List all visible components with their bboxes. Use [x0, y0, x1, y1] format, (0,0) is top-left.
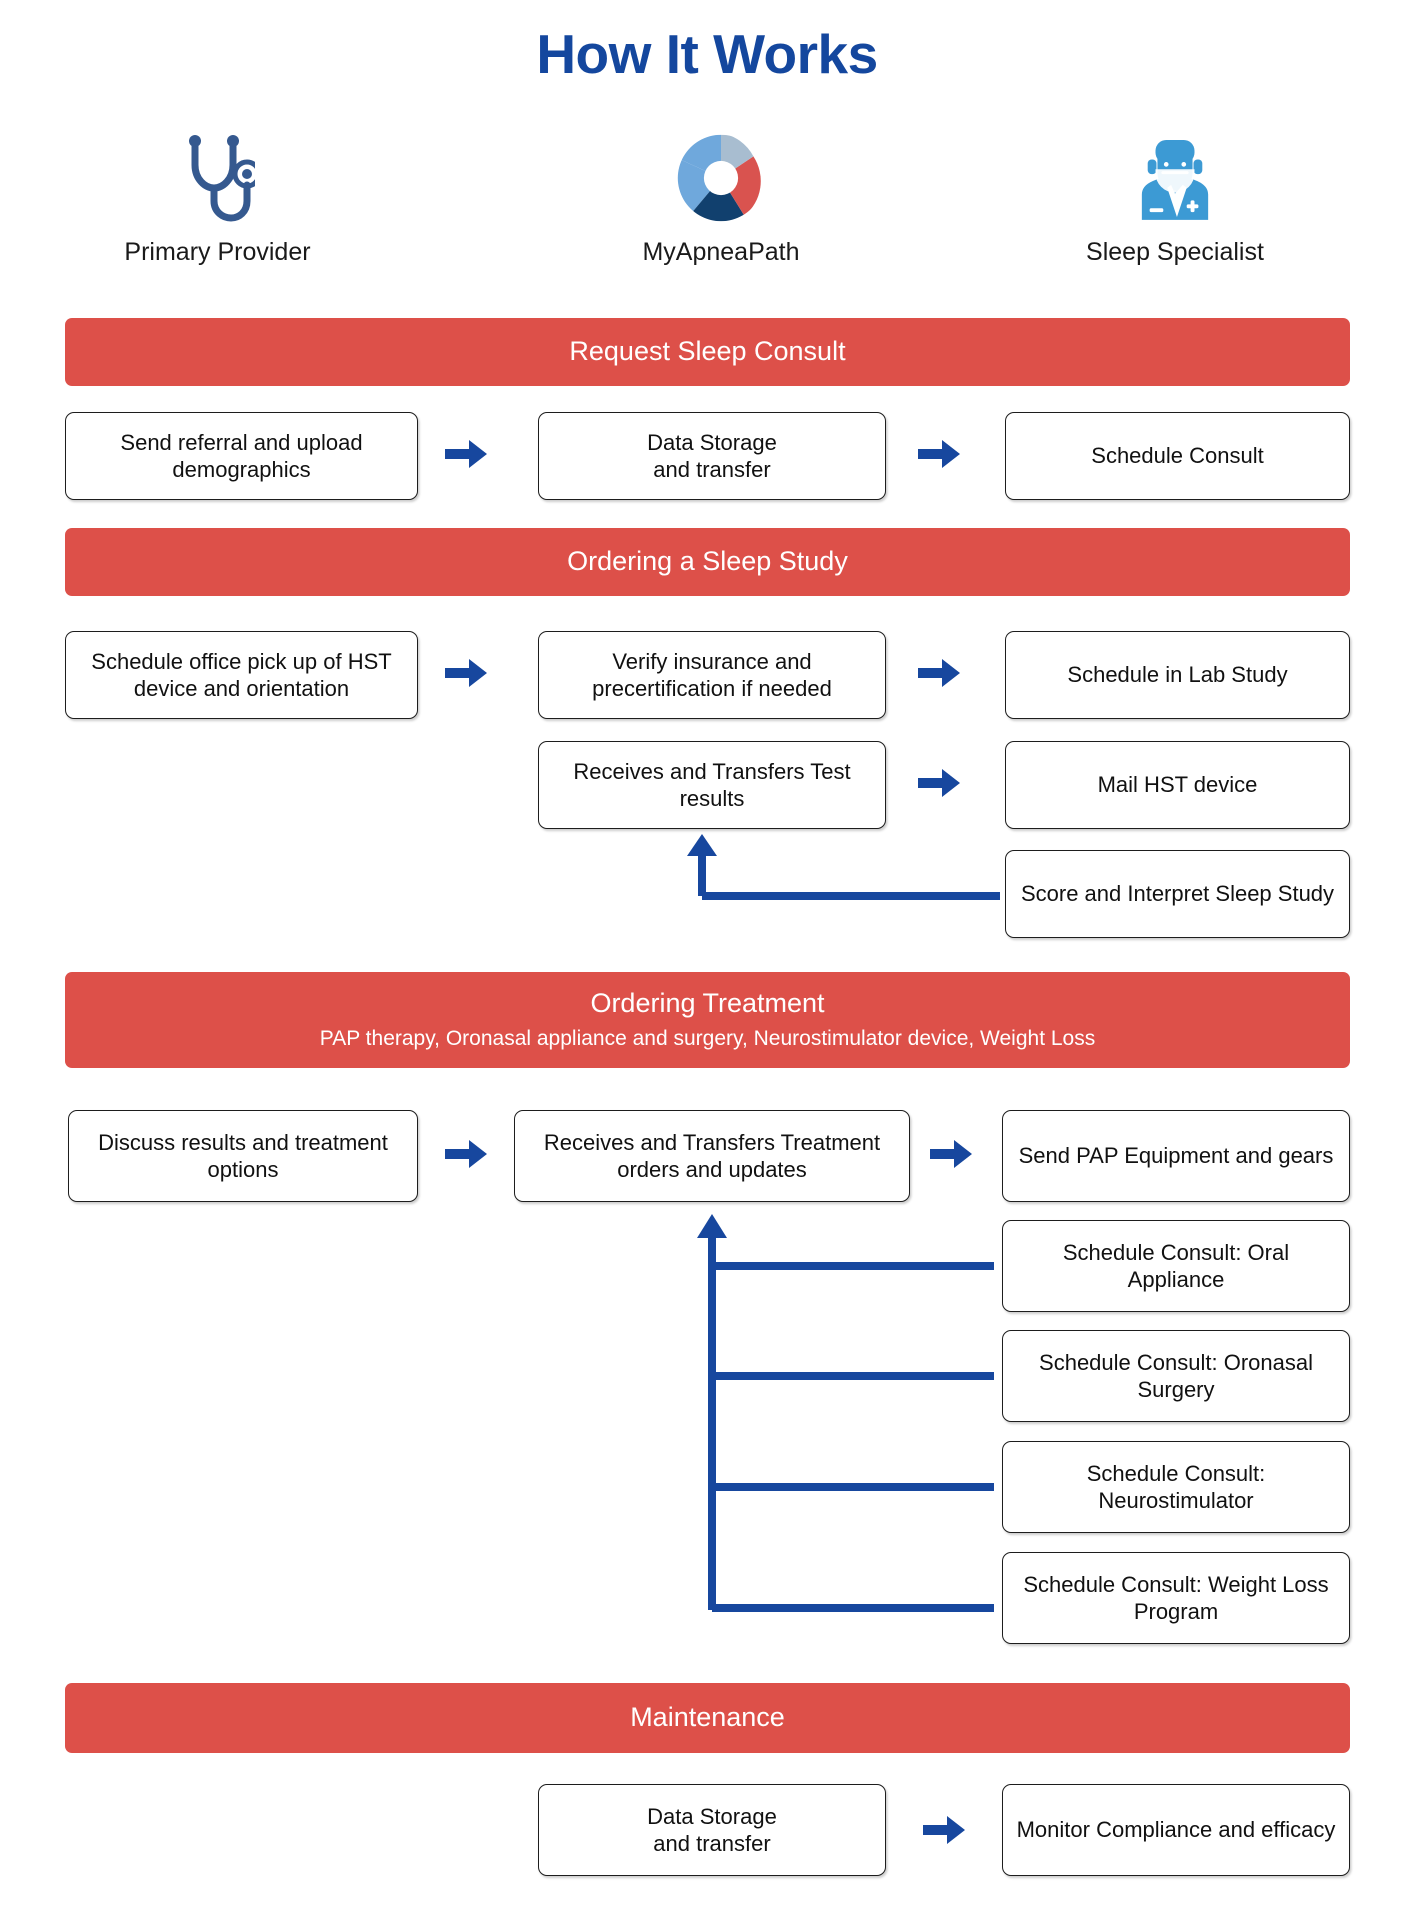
section-banner-ordering-treatment: Ordering Treatment PAP therapy, Oronasal…: [65, 972, 1350, 1068]
box-data-storage-and-transfer-maintenance[interactable]: Data Storage and transfer: [538, 1784, 886, 1876]
box-schedule-in-lab-study[interactable]: Schedule in Lab Study: [1005, 631, 1350, 719]
feedback-connector-treatment-tree: [688, 1200, 1018, 1620]
arrow-right-icon: [443, 437, 489, 471]
box-data-storage-and-transfer[interactable]: Data Storage and transfer: [538, 412, 886, 500]
section-banner-maintenance: Maintenance: [65, 1683, 1350, 1753]
role-column-sleep-specialist: Sleep Specialist: [1000, 132, 1350, 267]
arrow-right-icon: [928, 1137, 974, 1171]
banner-subtitle: PAP therapy, Oronasal appliance and surg…: [319, 1027, 1096, 1051]
box-monitor-compliance-and-efficacy[interactable]: Monitor Compliance and efficacy: [1002, 1784, 1350, 1876]
box-verify-insurance-and-precertification[interactable]: Verify insurance and precertification if…: [538, 631, 886, 719]
role-label: Sleep Specialist: [1086, 238, 1264, 266]
myapneapath-logo-icon: [535, 132, 907, 224]
box-score-and-interpret-sleep-study[interactable]: Score and Interpret Sleep Study: [1005, 850, 1350, 938]
box-schedule-consult-oronasal-surgery[interactable]: Schedule Consult: Oronasal Surgery: [1002, 1330, 1350, 1422]
box-schedule-office-pick-up-hst[interactable]: Schedule office pick up of HST device an…: [65, 631, 418, 719]
box-mail-hst-device[interactable]: Mail HST device: [1005, 741, 1350, 829]
box-schedule-consult-oral-appliance[interactable]: Schedule Consult: Oral Appliance: [1002, 1220, 1350, 1312]
banner-title: Ordering Treatment: [590, 988, 825, 1019]
doctor-with-mask-icon: [1000, 132, 1350, 224]
arrow-right-icon: [443, 1137, 489, 1171]
role-column-primary-provider: Primary Provider: [45, 132, 390, 267]
arrow-right-icon: [916, 656, 962, 690]
banner-title: Ordering a Sleep Study: [567, 546, 848, 577]
box-schedule-consult-neurostimulator[interactable]: Schedule Consult: Neurostimulator: [1002, 1441, 1350, 1533]
section-banner-request-sleep-consult: Request Sleep Consult: [65, 318, 1350, 386]
banner-title: Maintenance: [630, 1702, 785, 1733]
banner-title: Request Sleep Consult: [569, 336, 846, 367]
role-label: MyApneaPath: [642, 238, 800, 266]
box-send-referral-and-upload-demographics[interactable]: Send referral and upload demographics: [65, 412, 418, 500]
box-discuss-results-and-treatment-options[interactable]: Discuss results and treatment options: [68, 1110, 418, 1202]
box-receives-and-transfers-treatment-orders[interactable]: Receives and Transfers Treatment orders …: [514, 1110, 910, 1202]
feedback-connector-sleep-study: [670, 830, 1010, 910]
arrow-right-icon: [921, 1813, 967, 1847]
arrow-right-icon: [916, 766, 962, 800]
box-send-pap-equipment-and-gears[interactable]: Send PAP Equipment and gears: [1002, 1110, 1350, 1202]
box-receives-and-transfers-test-results[interactable]: Receives and Transfers Test results: [538, 741, 886, 829]
role-column-myapneapath: MyApneaPath: [535, 132, 907, 267]
page-title: How It Works: [536, 23, 878, 85]
role-label: Primary Provider: [124, 238, 311, 266]
box-schedule-consult-weight-loss-program[interactable]: Schedule Consult: Weight Loss Program: [1002, 1552, 1350, 1644]
arrow-right-icon: [916, 437, 962, 471]
box-schedule-consult[interactable]: Schedule Consult: [1005, 412, 1350, 500]
section-banner-ordering-a-sleep-study: Ordering a Sleep Study: [65, 528, 1350, 596]
stethoscope-icon: [45, 132, 390, 224]
arrow-right-icon: [443, 656, 489, 690]
